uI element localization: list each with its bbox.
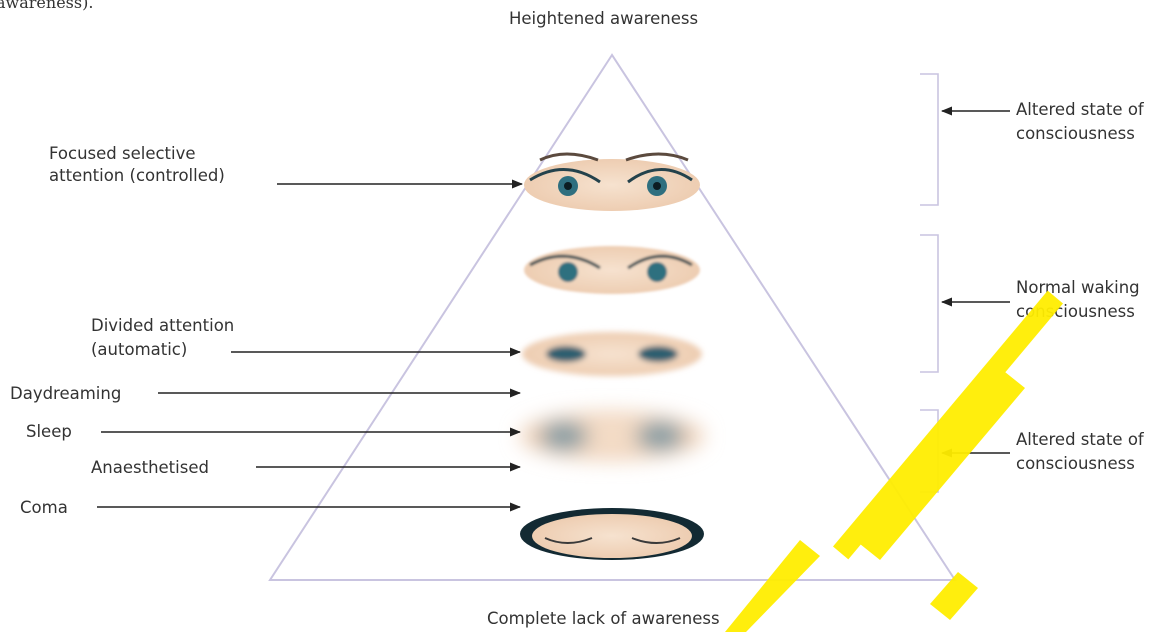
eyes-closed-image: [520, 508, 704, 560]
bracket-altered-top: [920, 74, 938, 205]
eyes-normal-image: [524, 246, 700, 294]
watermark-letter-e: [860, 372, 1025, 560]
eyes-focused-image: [524, 154, 700, 211]
eyes-divided-image: [522, 332, 702, 376]
watermark-letter-l: [833, 291, 1063, 560]
bracket-normal: [920, 235, 938, 372]
watermark-letter-p: [725, 540, 820, 632]
eyes-sleep-image: [520, 412, 704, 460]
pyramid-triangle: [270, 55, 955, 580]
